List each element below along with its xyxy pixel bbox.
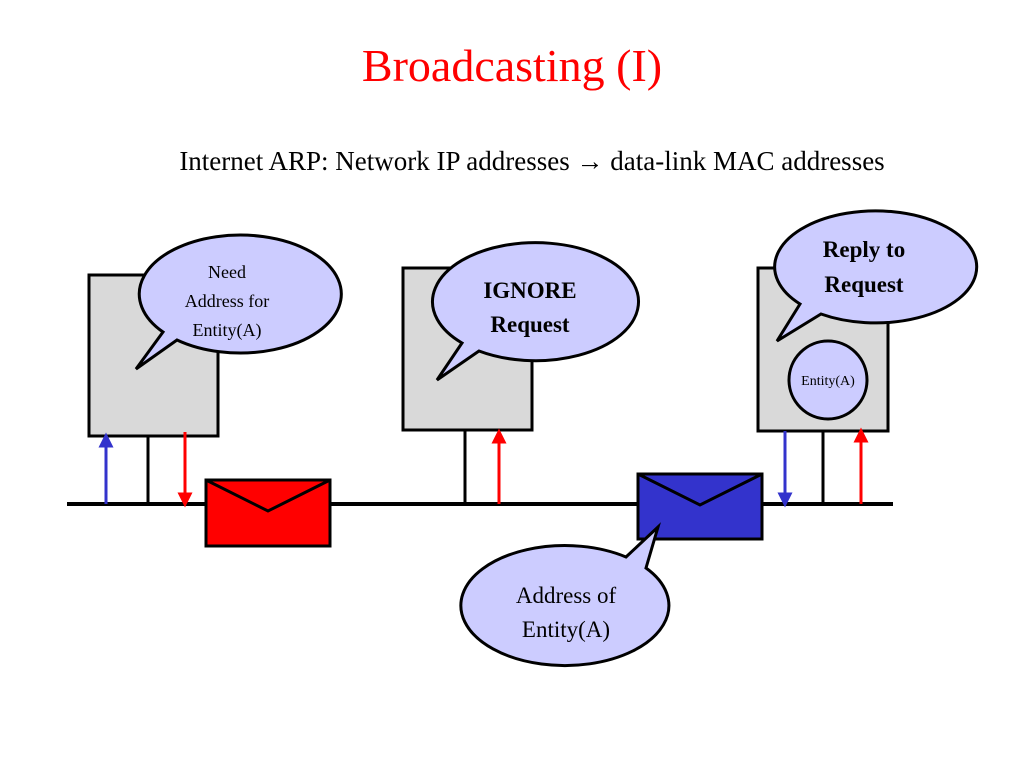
request-envelope <box>204 478 332 548</box>
request-envelope-flap <box>205 478 331 513</box>
bubble-need-line-2: Address for <box>185 291 269 311</box>
bubble-need-address: Need Address for Entity(A) <box>134 233 343 371</box>
bubble-reply: Reply to Request <box>773 209 979 343</box>
entity-a-label: Entity(A) <box>801 374 855 389</box>
bubble-ignore-line-1: IGNORE <box>483 278 576 303</box>
bubble-address-of: Address of Entity(A) <box>459 522 671 668</box>
slide-title: Broadcasting (I) <box>361 40 663 91</box>
bubble-need-address-shape <box>134 233 343 371</box>
bubble-address-line-2: Entity(A) <box>522 617 610 642</box>
bubble-need-line-3: Entity(A) <box>193 320 262 341</box>
bubble-reply-line-1: Reply to <box>823 237 905 262</box>
slide-subtitle: Internet ARP: Network IP addresses → dat… <box>179 146 885 176</box>
bubble-reply-shape <box>773 209 979 343</box>
entity-a-circle <box>787 339 869 421</box>
bubble-need-line-1: Need <box>208 262 246 282</box>
bubble-address-line-1: Address of <box>516 583 617 608</box>
bubble-ignore: IGNORE Request <box>431 241 640 382</box>
bubble-ignore-shape <box>431 241 640 382</box>
bubble-ignore-line-2: Request <box>490 312 570 337</box>
bubble-address-of-shape <box>459 522 671 668</box>
bubble-reply-line-2: Request <box>824 272 904 297</box>
reply-envelope-flap <box>637 472 763 507</box>
